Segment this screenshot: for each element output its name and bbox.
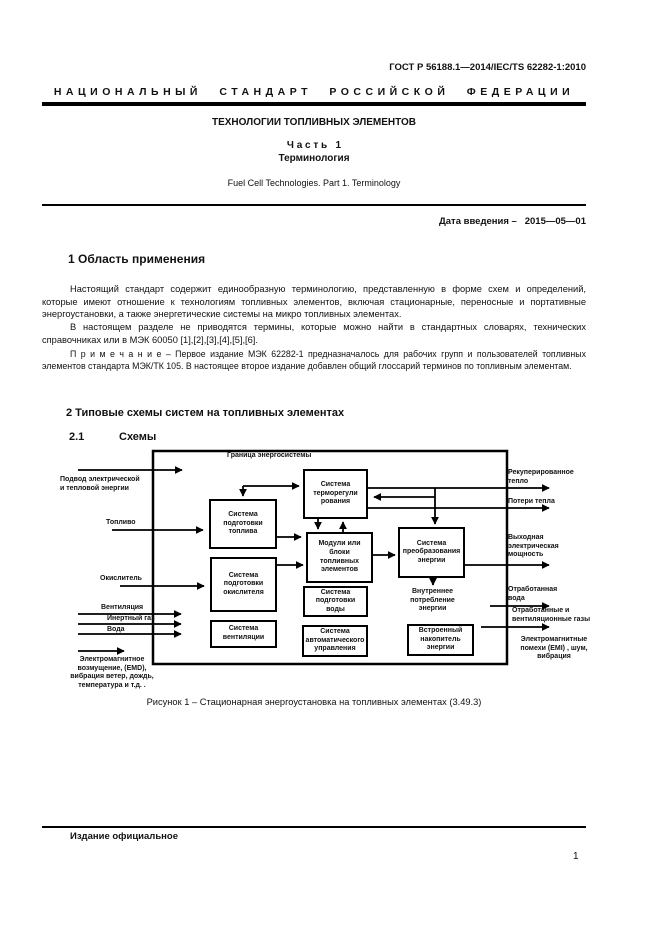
fuel-cell-modules-box: Модули или блоки топливных элементов xyxy=(306,532,373,583)
input-oxidant-label: Окислитель xyxy=(100,575,142,582)
input-ventilation-label: Вентиляция xyxy=(101,604,144,611)
output-recovered-heat-label: Рекуперированное тепло xyxy=(508,469,574,485)
automatic-control-system-box: Система автоматического управления xyxy=(302,625,368,657)
document-title: ТЕХНОЛОГИИ ТОПЛИВНЫХ ЭЛЕМЕНТОВ xyxy=(211,117,417,128)
output-heat-loss-label: Потери тепла xyxy=(508,498,555,505)
energy-storage-box: Встроенный накопитель энергии xyxy=(407,624,474,656)
standard-type-title: НАЦИОНАЛЬНЫЙ СТАНДАРТ РОССИЙСКОЙ ФЕДЕРАЦ… xyxy=(53,86,575,98)
water-prep-system-box: Система подготовки воды xyxy=(303,586,368,617)
section-1-heading: 1 Область применения xyxy=(68,252,206,266)
section-1-body: Настоящий стандарт содержит единообразну… xyxy=(42,283,586,372)
input-inert-gas-label: Инертный газ xyxy=(107,615,155,622)
output-exhaust-gases-label: Отработанные и вентиляционные газы xyxy=(512,607,591,623)
input-emd-label: Электромагнитное возмущение, (EMD), вибр… xyxy=(70,656,154,689)
effective-date: Дата введения – 2015—05—01 xyxy=(438,216,586,227)
header-thin-rule xyxy=(42,204,586,206)
title-english: Fuel Cell Technologies. Part 1. Terminol… xyxy=(227,178,401,188)
fuel-prep-system-box: Система подготовки топлива xyxy=(209,499,277,549)
footer-rule xyxy=(42,826,586,828)
section-2-1-heading: 2.1 Схемы xyxy=(69,431,156,443)
official-edition-label: Издание официальное xyxy=(70,831,178,842)
oxidant-prep-system-box: Система подготовки окислителя xyxy=(210,557,277,612)
ventilation-system-box: Система вентиляции xyxy=(210,620,277,648)
header-thick-rule xyxy=(42,102,586,106)
section-2-heading: 2 Типовые схемы систем на топливных элем… xyxy=(66,407,345,419)
output-power-label: Выходная электрическая мощность xyxy=(508,534,559,559)
output-emi-label: Электромагнитные помехи (EMI) , шум, виб… xyxy=(520,636,588,661)
diagram-arrows xyxy=(78,449,550,666)
input-water-label: Вода xyxy=(107,626,125,633)
paragraph-note: П р и м е ч а н и е – Первое издание МЭК… xyxy=(42,348,586,371)
paragraph-scope-2: В настоящем разделе не приводятся термин… xyxy=(42,322,586,345)
internal-consumption-label: Внутреннее потребление энергии xyxy=(410,588,455,613)
section-2-1-title: Схемы xyxy=(119,431,157,443)
paragraph-scope-1: Настоящий стандарт содержит единообразну… xyxy=(42,284,586,320)
doc-number: ГОСТ Р 56188.1—2014/IEC/TS 62282-1:2010 xyxy=(389,62,586,73)
thermal-control-system-box: Система терморегули рования xyxy=(303,469,368,519)
part-title: Терминология xyxy=(278,153,350,164)
input-supply-label: Подвод электрической и тепловой энергии xyxy=(60,476,140,492)
page-number: 1 xyxy=(573,851,579,862)
output-waste-water-label: Отработанная вода xyxy=(508,586,558,602)
figure-caption: Рисунок 1 – Стационарная энергоустановка… xyxy=(146,697,482,707)
part-label: Ч а с т ь 1 xyxy=(286,140,342,151)
section-2-1-number: 2.1 xyxy=(69,431,85,443)
system-boundary-box xyxy=(151,449,509,666)
input-fuel-label: Топливо xyxy=(106,519,136,526)
boundary-label: Граница энергосистемы xyxy=(227,452,312,459)
power-conversion-system-box: Система преобразования энергии xyxy=(398,527,465,578)
